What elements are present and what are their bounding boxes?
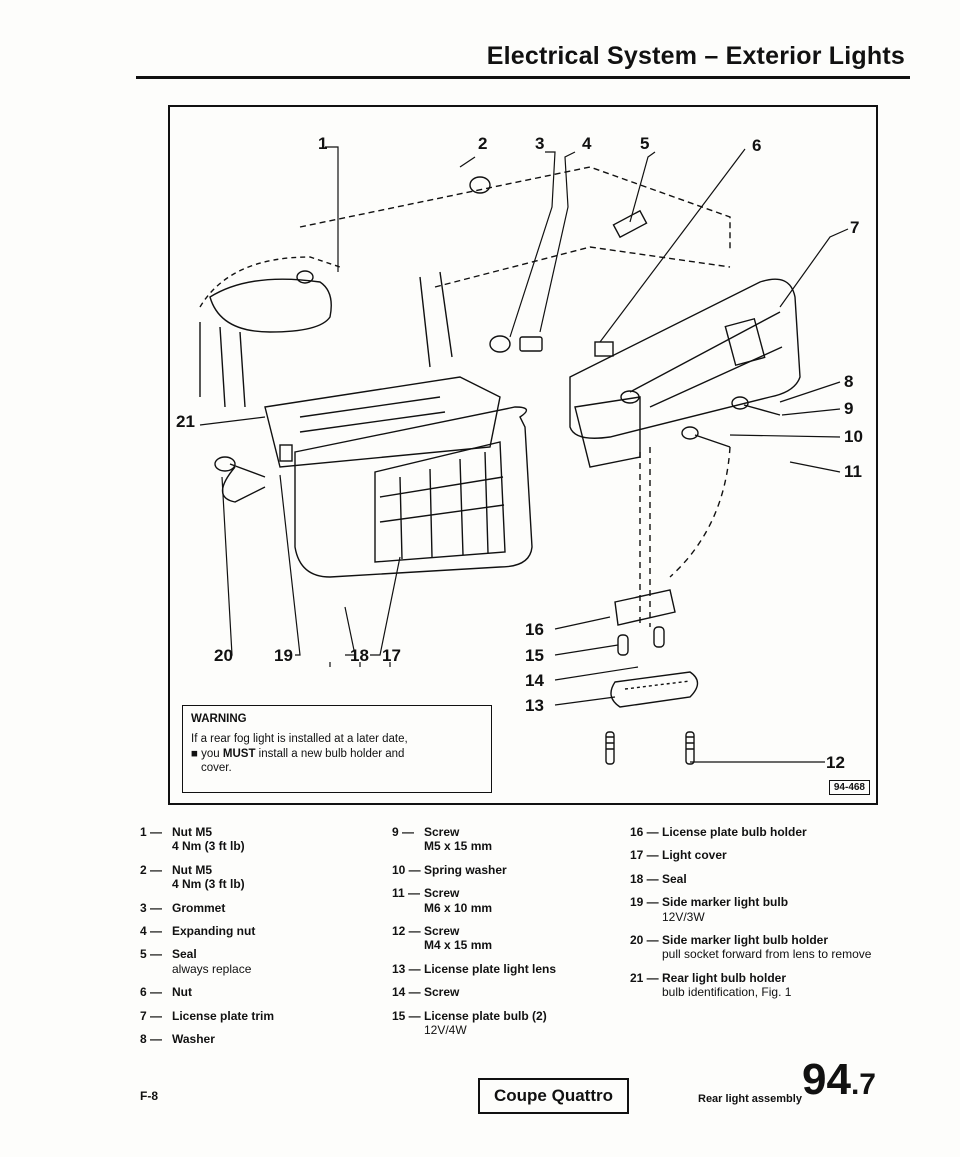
callout-15: 15 <box>525 646 544 665</box>
figure-id: 94-468 <box>828 780 870 795</box>
warning-line-2-post: install a new bulb holder and <box>255 747 405 760</box>
warning-emphasis: MUST <box>222 747 256 760</box>
legend-item: 15 —License plate bulb (2)12V/4W <box>392 1008 547 1037</box>
legend-item: 8 —Washer <box>140 1031 215 1046</box>
legend-item: 13 —License plate light lens <box>392 961 557 976</box>
callout-18: 18 <box>350 646 369 665</box>
callout-4: 4 <box>582 134 592 153</box>
section-number: 94.7 <box>802 1055 876 1104</box>
warning-line-2-pre: you <box>197 747 223 760</box>
legend-column-3: 16 —License plate bulb holder 17 —Light … <box>630 825 880 1009</box>
callout-20: 20 <box>214 646 233 665</box>
warning-line-1: If a rear fog light is installed at a la… <box>191 733 408 746</box>
warning-line-2: ■ you MUST install a new bulb holder and <box>191 747 483 761</box>
bullet-icon: ■ <box>191 747 198 760</box>
callout-13: 13 <box>525 696 544 715</box>
model-box: Coupe Quattro <box>478 1078 629 1114</box>
diagram-drawing <box>199 146 849 765</box>
callout-1: 1 <box>318 134 328 153</box>
warning-title: WARNING <box>191 713 247 725</box>
section-caption: Rear light assembly <box>698 1093 802 1105</box>
callout-6: 6 <box>752 136 762 155</box>
legend-item: 18 —Seal <box>630 871 687 886</box>
callout-19: 19 <box>274 646 293 665</box>
legend-item: 16 —License plate bulb holder <box>630 825 807 839</box>
callout-12: 12 <box>826 753 845 772</box>
warning-box: WARNING If a rear fog light is installed… <box>182 705 492 793</box>
callout-10: 10 <box>844 427 863 446</box>
callout-8: 8 <box>844 372 854 391</box>
callout-9: 9 <box>844 399 854 418</box>
callout-2: 2 <box>478 134 488 153</box>
legend-item: 6 —Nut <box>140 985 192 1000</box>
legend-item: 3 —Grommet <box>140 900 226 915</box>
page-title: Electrical System – Exterior Lights <box>486 42 905 70</box>
callout-3: 3 <box>535 134 545 153</box>
callout-5: 5 <box>640 134 650 153</box>
callout-16: 16 <box>525 620 544 639</box>
exploded-diagram: 1 2 3 4 5 6 7 8 9 10 11 12 13 14 15 16 1… <box>168 105 878 805</box>
legend-item: 4 —Expanding nut <box>140 923 256 938</box>
legend-item: 17 —Light cover <box>630 848 727 863</box>
warning-line-3: cover. <box>201 762 232 775</box>
callout-11: 11 <box>844 462 862 481</box>
header-rule <box>136 76 910 79</box>
legend-item: 14 —Screw <box>392 985 460 1000</box>
legend-item: 10 —Spring washer <box>392 862 507 877</box>
page-code: F-8 <box>140 1089 158 1103</box>
legend-item: 7 —License plate trim <box>140 1008 275 1023</box>
callout-7: 7 <box>850 218 860 237</box>
callout-17: 17 <box>382 646 401 665</box>
callout-14: 14 <box>525 671 544 690</box>
callout-21: 21 <box>176 412 195 431</box>
